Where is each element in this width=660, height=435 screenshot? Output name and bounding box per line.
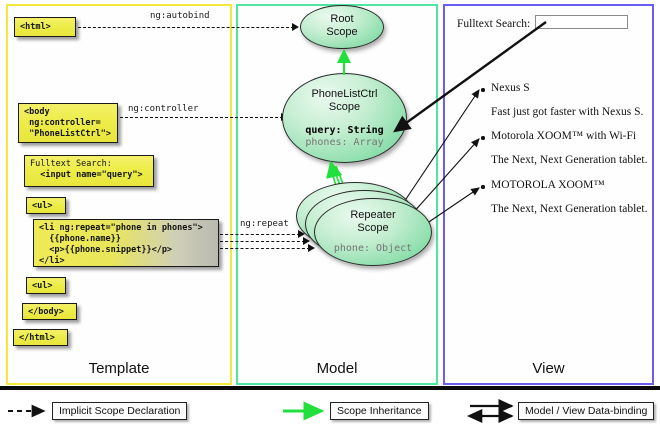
connector-repeat-line-3 bbox=[220, 248, 310, 249]
scope-repeater-prop-phone: phone: Object bbox=[333, 243, 413, 254]
connector-repeat-arrow-1 bbox=[298, 229, 305, 238]
scope-repeater-name-1: Repeater bbox=[350, 209, 396, 221]
legend-item-implicit-scope: Implicit Scope Declaration bbox=[52, 402, 188, 420]
panel-view: View bbox=[443, 4, 654, 385]
code-box-li-repeat: <li ng:repeat="phone in phones"> {{phone… bbox=[33, 219, 219, 267]
connector-repeat-line-1 bbox=[220, 234, 300, 235]
legend-arrows bbox=[8, 398, 514, 424]
scope-ctrl-prop-phones: phones: Array bbox=[305, 137, 384, 148]
scope-ctrl-name-2: Scope bbox=[328, 101, 361, 113]
scope-ctrl-prop-query: query: String bbox=[305, 125, 384, 136]
view-item-title-2: Motorola XOOM™ with Wi-Fi bbox=[491, 130, 637, 142]
scope-repeater-front[interactable]: Repeater Scope phone: Object bbox=[314, 198, 432, 266]
view-item-title-1: Nexus S bbox=[491, 82, 530, 94]
scope-root[interactable]: Root Scope bbox=[300, 5, 384, 49]
view-search-label: Fulltext Search: bbox=[457, 18, 531, 30]
legend: Implicit Scope Declaration Scope Inherit… bbox=[0, 390, 660, 435]
code-box-html-open: <html> bbox=[14, 17, 76, 37]
legend-item-data-binding: Model / View Data-binding bbox=[518, 402, 655, 420]
view-item-snippet-1: Fast just got faster with Nexus S. bbox=[491, 106, 644, 118]
code-box-ul-close: <ul> bbox=[26, 277, 66, 294]
legend-item-scope-inheritance: Scope Inheritance bbox=[330, 402, 429, 420]
connector-repeat-line-2 bbox=[220, 241, 305, 242]
connector-repeat-arrow-2 bbox=[303, 236, 310, 245]
connector-autobind-line bbox=[78, 27, 294, 28]
scope-repeater-name-2: Scope bbox=[357, 222, 389, 234]
code-box-body-open: <body ng:controller= "PhoneListCtrl"> bbox=[18, 103, 118, 143]
scope-root-name-2: Scope bbox=[326, 26, 358, 38]
view-bullet-1 bbox=[481, 88, 485, 92]
connector-repeat-arrow-3 bbox=[308, 243, 315, 252]
legend-divider bbox=[0, 386, 660, 390]
connector-controller-label: ng:controller bbox=[128, 104, 199, 114]
scope-ctrl-name-1: PhoneListCtrl bbox=[311, 88, 378, 100]
code-box-ul-open: <ul> bbox=[26, 197, 66, 214]
view-item-title-3: MOTOROLA XOOM™ bbox=[491, 179, 605, 191]
panel-template: Template bbox=[6, 4, 232, 385]
panel-title-template: Template bbox=[88, 360, 150, 377]
connector-repeat-label: ng:repeat bbox=[240, 219, 289, 229]
code-box-body-close: </body> bbox=[22, 303, 77, 320]
scope-root-name-1: Root bbox=[330, 13, 354, 25]
connector-autobind-label: ng:autobind bbox=[150, 11, 210, 21]
scope-phonelistctrl[interactable]: PhoneListCtrl Scope query: String phones… bbox=[282, 73, 407, 163]
view-item-snippet-3: The Next, Next Generation tablet. bbox=[491, 203, 648, 215]
search-label-text: Fulltext Search: bbox=[30, 159, 112, 169]
view-search-input[interactable] bbox=[535, 15, 628, 29]
connector-controller-line bbox=[120, 117, 283, 118]
search-input-tag: <input name="query"> bbox=[40, 170, 143, 180]
panel-title-model: Model bbox=[316, 360, 358, 377]
connector-autobind-arrow bbox=[292, 22, 299, 31]
panel-title-view: View bbox=[532, 360, 565, 377]
view-bullet-2 bbox=[481, 136, 485, 140]
view-item-snippet-2: The Next, Next Generation tablet. bbox=[491, 154, 648, 166]
code-box-html-close: </html> bbox=[13, 329, 68, 346]
code-box-fulltext-search: Fulltext Search: <input name="query"> bbox=[24, 155, 154, 187]
view-bullet-3 bbox=[481, 185, 485, 189]
